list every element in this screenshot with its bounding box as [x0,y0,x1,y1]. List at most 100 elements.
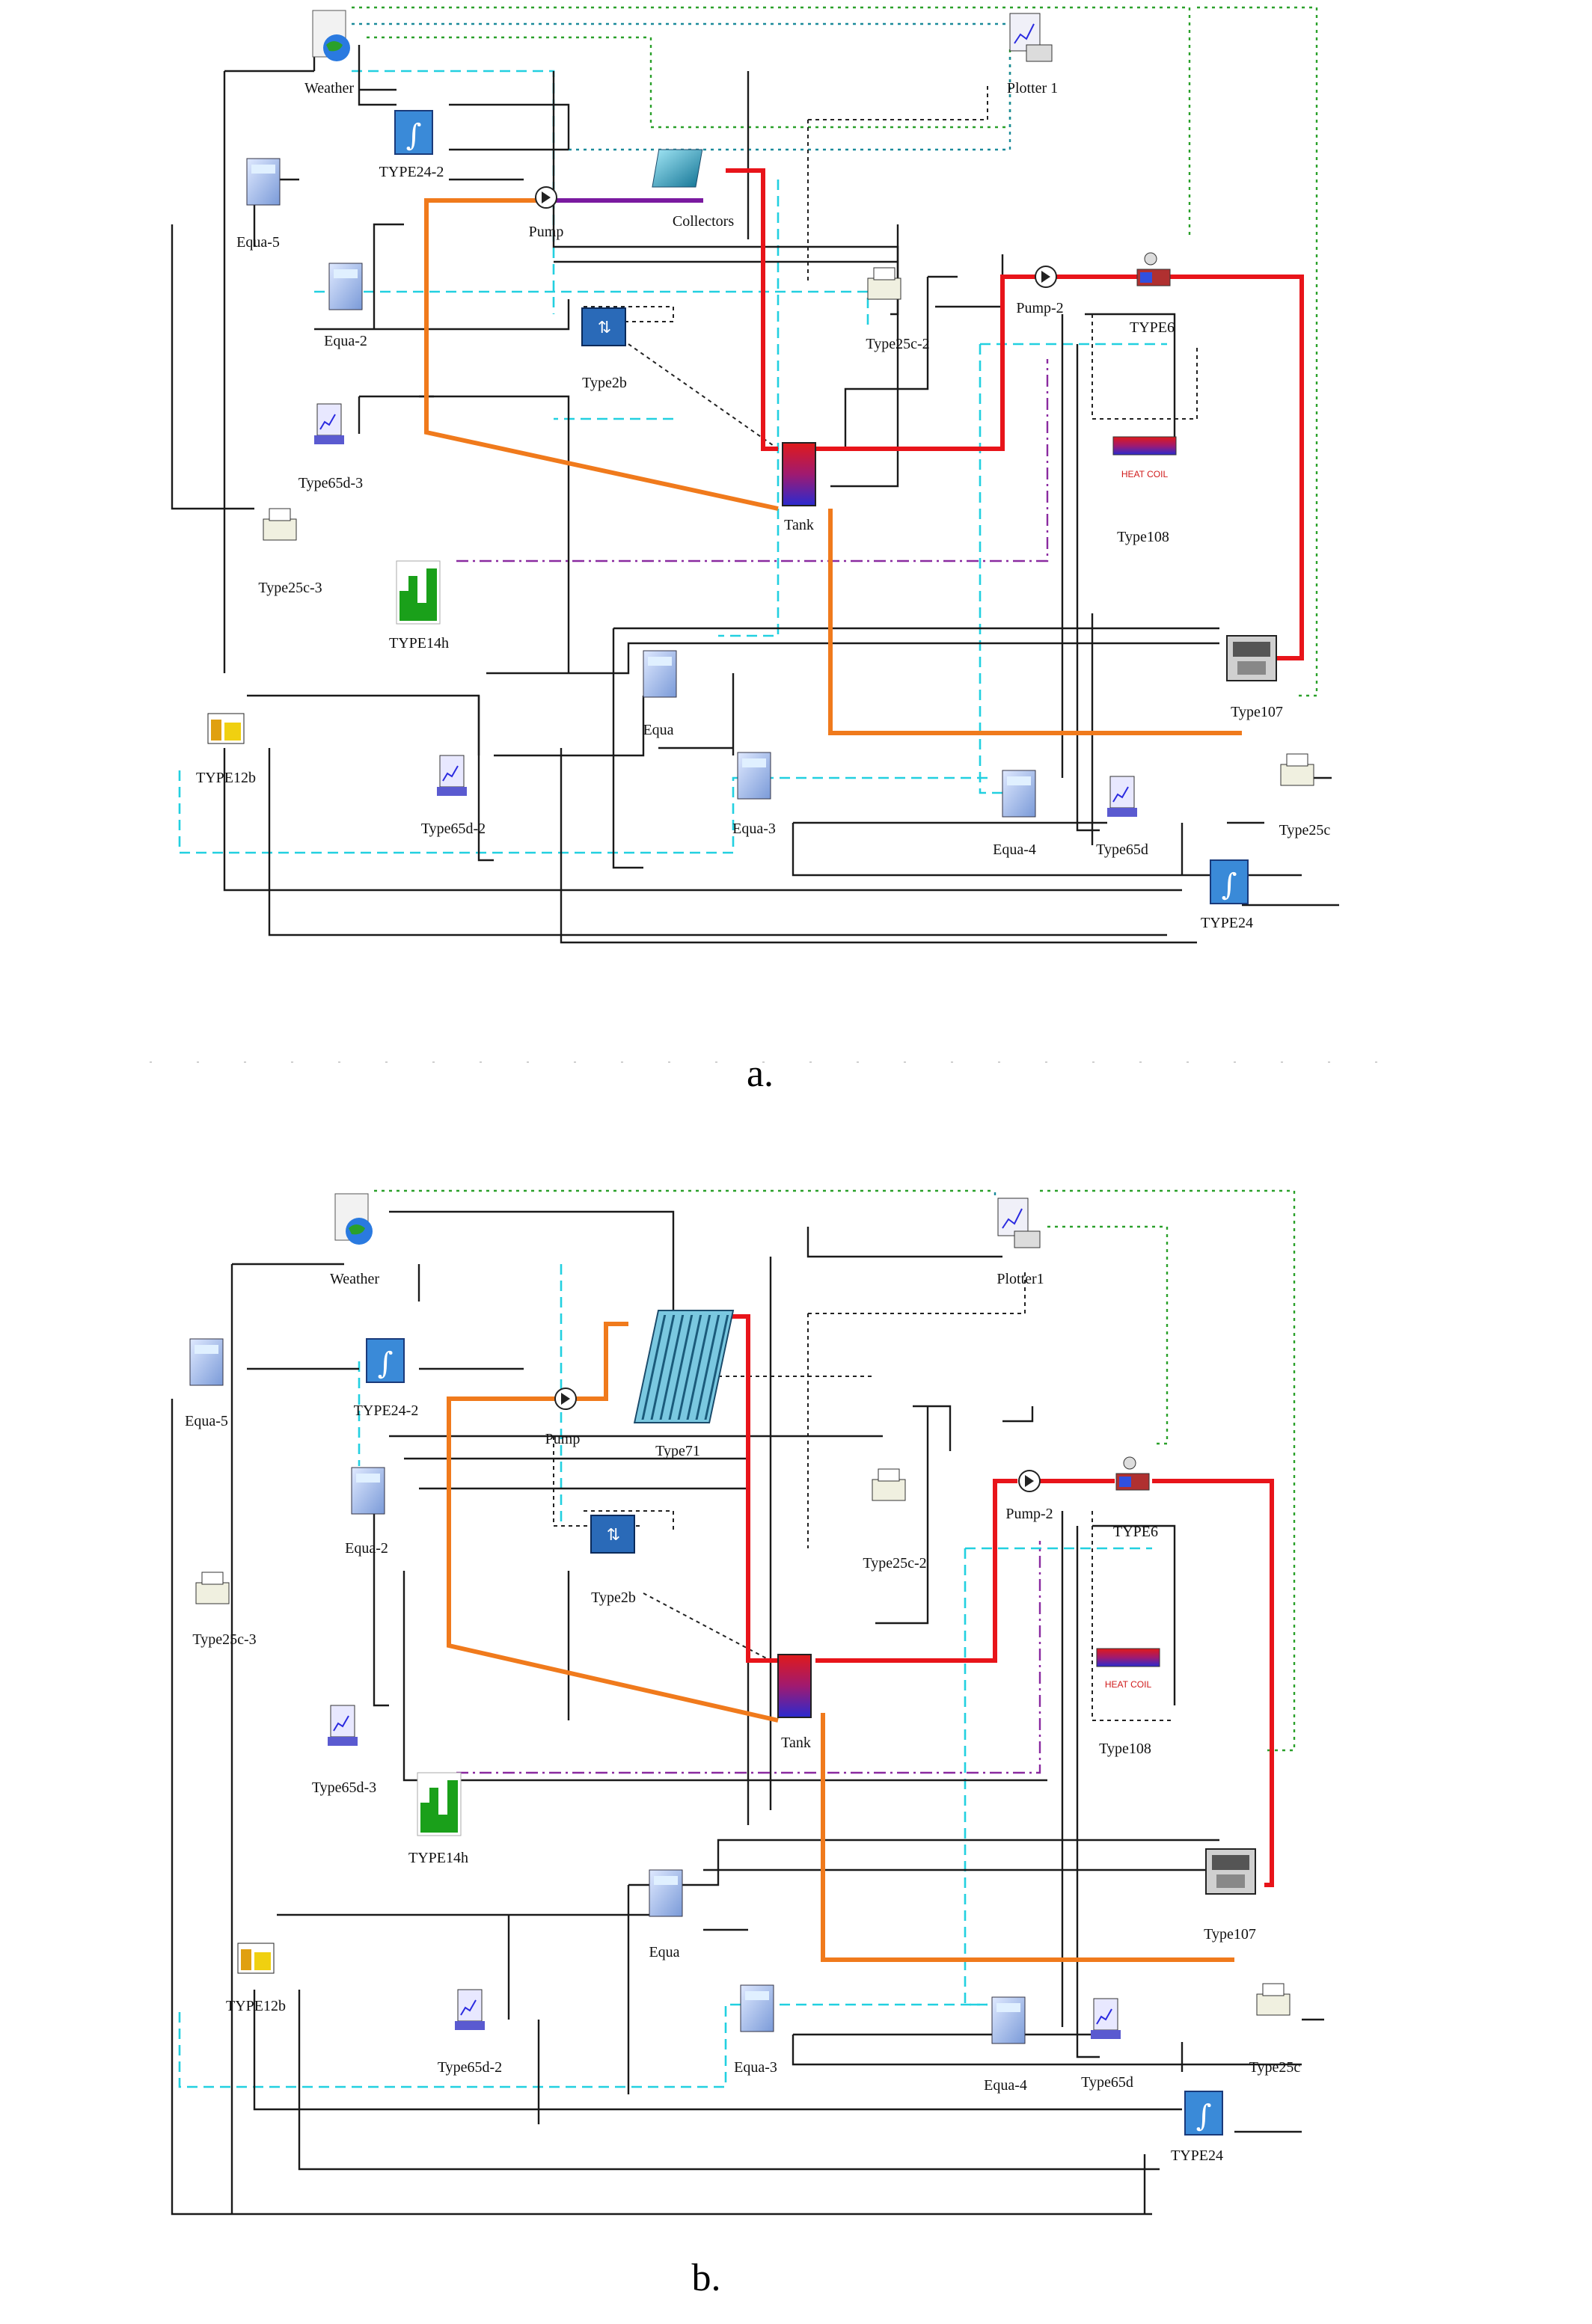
heating-coil-icon: HEAT COIL [1096,1648,1160,1690]
panel-b-caption: b. [692,2257,721,2299]
plotter-icon [997,1198,1041,1248]
type14h-label: TYPE14h [389,635,449,651]
printer-icon [263,508,297,541]
pump-2-icon [1018,1470,1041,1492]
printer-icon [1256,1983,1291,2016]
equation-icon [1002,770,1036,818]
type65d-label: Type65d [1096,841,1148,858]
type24-label: TYPE24 [1171,2147,1223,2164]
pump-label: Pump [529,224,564,240]
svg-text:∫: ∫ [1196,2099,1212,2133]
integrator-icon: ∫ [1184,2091,1223,2136]
printer-icon [872,1468,906,1501]
equation-icon [737,752,771,800]
weather-icon [334,1193,373,1245]
type12b-label: TYPE12b [226,1998,286,2014]
evacuated-tube-collector-icon [633,1310,735,1423]
equa-4-label: Equa-4 [984,2077,1027,2094]
tank-icon [777,1654,812,1718]
type25c-label: Type25c [1279,822,1331,838]
radiation-processor-icon [207,713,245,744]
svg-text:∫: ∫ [406,118,422,153]
printer-icon [867,267,901,300]
online-plotter-icon [328,1705,358,1746]
type24-2-label: TYPE24-2 [379,164,444,180]
collectors-label: Collectors [673,213,734,230]
type25c-3-label: Type25c-3 [258,580,322,596]
type2b-label: Type2b [582,375,627,391]
type25c-2-label: Type25c-2 [863,1555,926,1572]
printer-icon [195,1572,230,1604]
type65d-label: Type65d [1081,2074,1133,2091]
integrator-icon: ∫ [394,110,433,155]
equa-2-label: Equa-2 [324,333,367,349]
equation-icon [643,650,677,698]
plotter-icon [1009,13,1053,62]
equation-icon [740,1984,774,2032]
radiation-processor-icon [237,1943,275,1974]
panel-a-caption: a. [747,1052,774,1095]
solar-collector-icon [652,149,703,188]
equa-label: Equa [649,1944,679,1960]
tank-icon [782,442,816,506]
tank-label: Tank [784,517,814,533]
type14h-label: TYPE14h [408,1850,468,1866]
weather-label: Weather [330,1271,379,1287]
equation-icon [351,1467,385,1515]
type2b-label: Type2b [591,1589,636,1606]
forcing-function-icon [396,560,441,625]
type6-label: TYPE6 [1113,1524,1158,1540]
equa-3-label: Equa-3 [732,821,776,837]
pump-icon [535,186,557,209]
pump-label: Pump [545,1431,581,1447]
type108-label: Type108 [1099,1741,1151,1757]
equa-2-label: Equa-2 [345,1540,388,1557]
svg-text:HEAT COIL: HEAT COIL [1105,1679,1152,1690]
type25c-2-label: Type25c-2 [866,336,929,352]
svg-text:⇅: ⇅ [607,1525,620,1544]
type65d-2-label: Type65d-2 [438,2059,502,2076]
type65d-3-label: Type65d-3 [312,1779,376,1796]
type71-label: Type71 [655,1443,700,1459]
type25c-label: Type25c [1249,2059,1301,2076]
svg-text:HEAT COIL: HEAT COIL [1121,469,1169,479]
type108-label: Type108 [1117,529,1169,545]
equa-label: Equa [643,722,673,738]
type25c-3-label: Type25c-3 [192,1631,256,1648]
pump-2-label: Pump-2 [1016,300,1063,316]
type12b-label: TYPE12b [196,770,256,786]
controller-icon: ⇅ [590,1515,635,1554]
equa-5-label: Equa-5 [236,234,280,251]
equation-icon [991,1996,1026,2044]
equa-5-label: Equa-5 [185,1413,228,1429]
online-plotter-icon [455,1989,485,2030]
svg-text:∫: ∫ [378,1346,394,1381]
svg-text:∫: ∫ [1222,868,1237,902]
controller-icon: ⇅ [581,307,626,346]
building-load-icon [1226,635,1277,681]
online-plotter-icon [1107,776,1137,817]
heating-coil-icon: HEAT COIL [1112,436,1177,479]
equa-3-label: Equa-3 [734,2059,777,2076]
weather-icon [312,10,350,61]
equation-icon [246,158,281,206]
heater-icon [1115,1456,1150,1491]
equa-4-label: Equa-4 [993,841,1036,858]
panel-b-diagram: Weather Plotter1 ∫ TYPE24-2 Equa-5 Pump [171,1189,1324,2216]
integrator-icon: ∫ [1210,859,1249,904]
type65d-3-label: Type65d-3 [298,475,363,491]
svg-text:⇅: ⇅ [598,318,611,337]
plotter-label: Plotter 1 [1007,80,1058,96]
integrator-icon: ∫ [366,1338,405,1383]
forcing-function-icon [417,1772,462,1836]
type107-label: Type107 [1204,1926,1256,1943]
equation-icon [328,263,363,310]
type107-label: Type107 [1231,704,1283,720]
online-plotter-icon [437,755,467,796]
pump-2-icon [1035,266,1057,288]
equation-icon [189,1338,224,1386]
equation-icon [649,1869,683,1917]
pump-icon [554,1388,577,1410]
online-plotter-icon [1091,1998,1121,2039]
weather-label: Weather [304,80,354,96]
